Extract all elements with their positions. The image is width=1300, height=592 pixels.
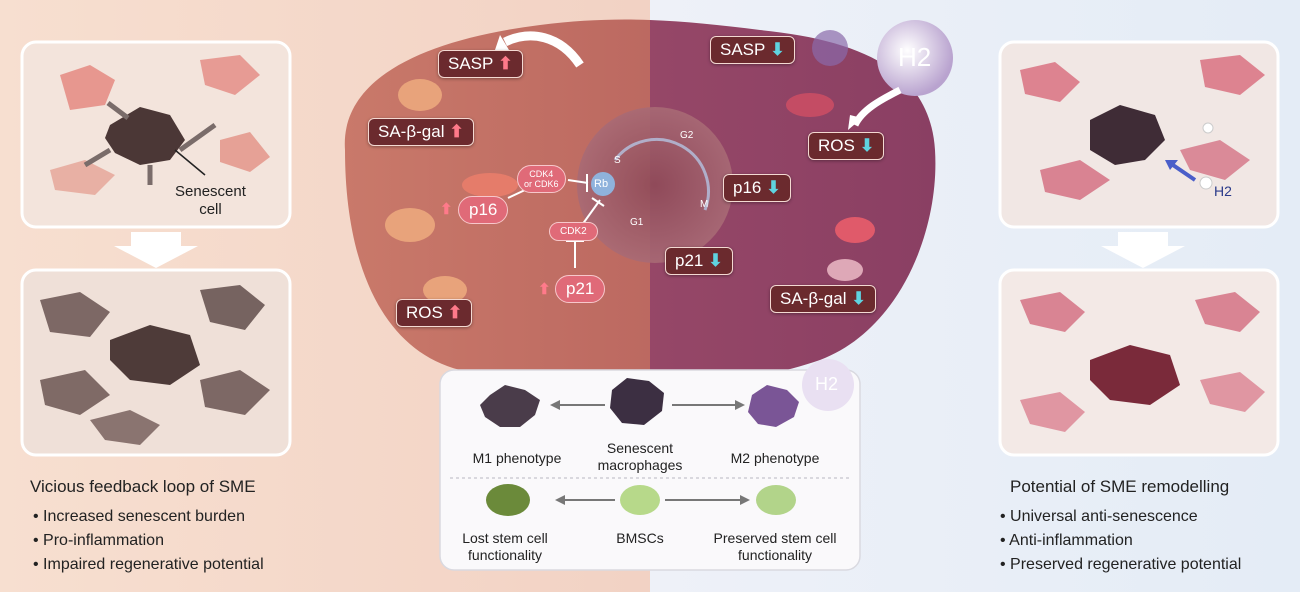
h2-small-label: H2	[1214, 183, 1232, 199]
lost-stem-cell-label: Lost stem cell functionality	[462, 530, 548, 563]
sasp-up-tag: SASP⬆	[438, 50, 523, 78]
cycle-g1-label: G1	[630, 217, 644, 228]
tissue-panel-bottom-right	[998, 268, 1280, 457]
p16-down-tag: p16⬇	[723, 174, 791, 202]
senescent-macrophages-label: Senescent macrophages	[597, 440, 683, 473]
rb-label: Rb	[594, 178, 609, 190]
p21-up-arrow: ⬆	[538, 281, 551, 298]
h2-bubble	[877, 20, 953, 96]
h2-bubble-label: H2	[898, 42, 932, 72]
ros-down-tag: ROS⬇	[808, 132, 885, 160]
preserved-stem-cell-label: Preserved stem cell functionality	[713, 530, 837, 563]
right-bullet-3: • Preserved regenerative potential	[1000, 556, 1242, 573]
m1-phenotype-label: M1 phenotype	[472, 450, 562, 466]
h2-badge: H2	[815, 374, 839, 394]
down-arrow-left	[114, 232, 198, 268]
bottom-panel	[439, 359, 861, 571]
left-bullet-3: • Impaired regenerative potential	[33, 556, 264, 573]
sabgal-up-tag: SA-β-gal⬆	[368, 118, 474, 146]
left-bullet-2: • Pro-inflammation	[33, 532, 164, 549]
right-bullet-1: • Universal anti-senescence	[1000, 508, 1198, 525]
cdk46-pill: CDK4 or CDK6	[517, 165, 566, 193]
ros-up-tag: ROS⬆	[396, 299, 473, 327]
cycle-m-label: M	[700, 199, 709, 210]
cell-body	[344, 19, 936, 388]
bmscs-label: BMSCs	[616, 530, 664, 546]
p16-pill: p16	[458, 196, 509, 224]
down-arrow-right	[1101, 232, 1185, 268]
sasp-release-arrow	[503, 31, 584, 68]
p16-up-arrow: ⬆	[440, 201, 453, 218]
p21-down-tag: p21⬇	[665, 247, 733, 275]
left-bullet-1: • Increased senescent burden	[33, 508, 245, 525]
tissue-panel-bottom-left	[20, 268, 292, 457]
right-panel-title: Potential of SME remodelling	[1010, 477, 1230, 496]
right-bullet-2: • Anti-inflammation	[1000, 532, 1133, 549]
m2-phenotype-label: M2 phenotype	[730, 450, 820, 466]
left-panel-title: Vicious feedback loop of SME	[30, 477, 256, 496]
sasp-down-tag: SASP⬇	[710, 36, 795, 64]
p21-pill: p21	[555, 275, 606, 303]
cycle-g2-label: G2	[680, 130, 694, 141]
cycle-s-label: S	[614, 155, 621, 166]
tissue-panel-top-right	[998, 40, 1280, 229]
cdk2-pill: CDK2	[549, 222, 598, 241]
sabgal-down-tag: SA-β-gal⬇	[770, 285, 876, 313]
senescent-cell-label: Senescent cell	[175, 183, 246, 218]
tissue-panel-top-left	[20, 40, 292, 229]
